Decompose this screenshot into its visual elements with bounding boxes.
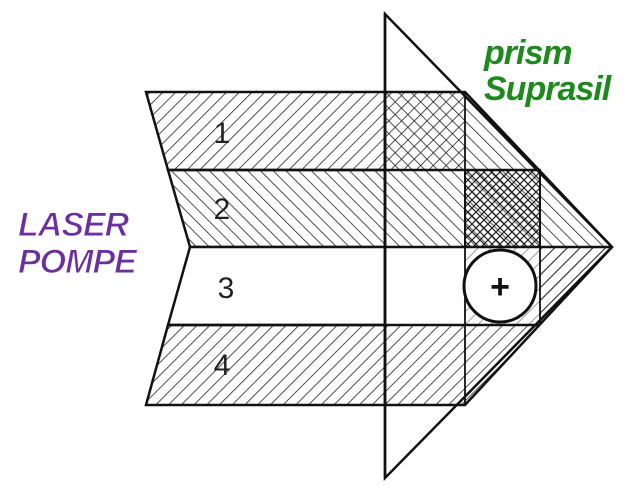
laser-pump-label: LASER POMPE: [18, 206, 140, 282]
band-number-1: 1: [214, 117, 231, 150]
laser-label-line-1: LASER: [18, 206, 130, 244]
band-1: [144, 90, 387, 172]
band-number-4: 4: [214, 349, 231, 382]
prism-material-label: prism Suprasil: [483, 34, 614, 108]
prism-region: [385, 92, 612, 405]
band-4: [144, 323, 387, 407]
prism-label-line-2: Suprasil: [484, 70, 613, 108]
band-number-3: 3: [218, 272, 235, 305]
cross-hatch-square: [464, 169, 541, 248]
plus-marker: +: [462, 248, 538, 324]
band-2: [166, 168, 387, 249]
plus-symbol: +: [490, 268, 510, 306]
band-number-2: 2: [214, 193, 231, 226]
prism-label-line-1: prism: [483, 34, 572, 72]
laser-label-line-2: POMPE: [18, 243, 138, 281]
band-3: [166, 245, 387, 327]
beam-bands: [144, 90, 387, 407]
